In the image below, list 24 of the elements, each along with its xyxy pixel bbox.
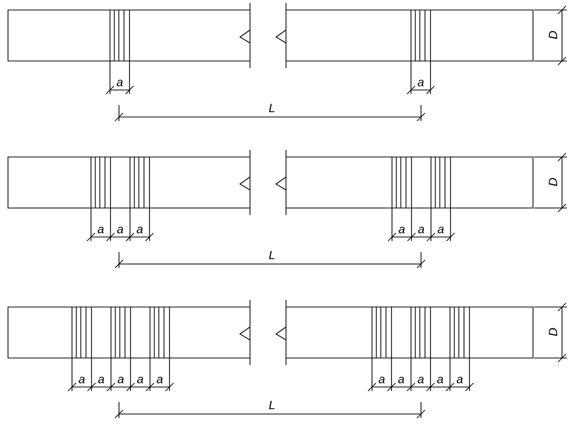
dimension-label: a (78, 376, 85, 384)
dimension-label: a (456, 376, 463, 384)
dimension-label: L (269, 250, 274, 260)
dimension-label: a (98, 226, 104, 234)
dimension-label: a (136, 226, 143, 234)
dimension-label: a (418, 376, 424, 384)
dimension-label: D (548, 178, 558, 186)
dimension-label: a (438, 226, 444, 234)
dimension-label: a (156, 376, 163, 384)
dimension-label: D (548, 31, 558, 39)
dimension-label: a (378, 376, 385, 384)
dimension-label: a (118, 376, 124, 384)
dimension-label: a (418, 226, 424, 234)
dimension-label: D (548, 328, 558, 336)
dimension-label: a (398, 376, 404, 384)
dimension-label: a (98, 376, 104, 384)
dimension-label: a (117, 226, 124, 234)
dimension-label: a (398, 226, 405, 234)
dimension-label: L (269, 104, 274, 112)
dimension-label: L (269, 400, 274, 410)
dimension-label: a (418, 80, 424, 86)
dimension-label: a (437, 376, 444, 384)
dimension-label: a (116, 80, 123, 86)
dimension-label: a (137, 376, 144, 384)
